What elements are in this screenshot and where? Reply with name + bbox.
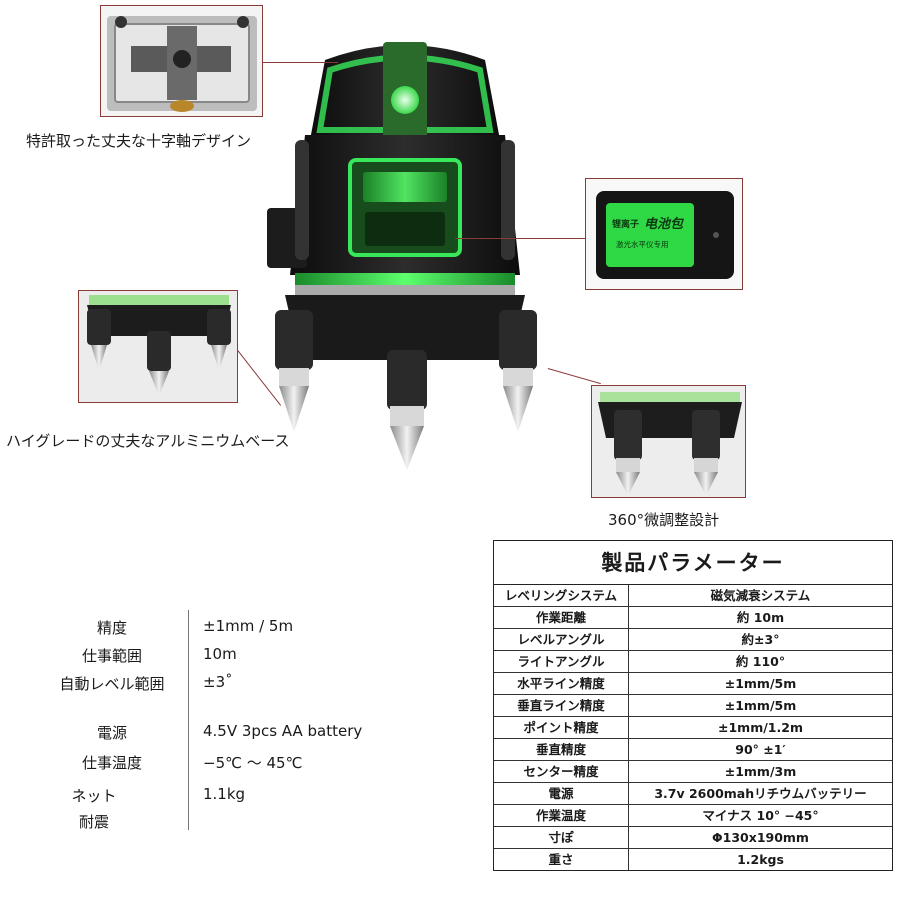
parameter-table-row: 垂直精度 90° ±1′ <box>494 739 892 761</box>
parameter-value: Φ130x190mm <box>712 830 809 845</box>
parameter-key: 垂直精度 <box>494 739 629 760</box>
parameter-value: 90° ±1′ <box>735 742 786 757</box>
parameter-table-title: 製品パラメーター <box>494 541 892 585</box>
crosshair-inset <box>100 5 263 117</box>
parameter-table-row: レベリングシステム 磁気減衰システム <box>494 585 892 607</box>
base-caption: ハイグレードの丈夫なアルミニウムベース <box>6 432 290 450</box>
parameter-value: ±1mm/3m <box>724 764 797 779</box>
parameter-key: レベリングシステム <box>494 585 629 606</box>
spec-value-net: 1.1kg <box>203 785 246 803</box>
rotation-leader-line <box>547 368 601 385</box>
spec-divider-bottom <box>188 718 189 830</box>
spec-value-self-level: ±3˚ <box>203 673 233 691</box>
parameter-value: 約 110° <box>735 654 786 669</box>
parameter-value: 約 10m <box>736 610 785 625</box>
spec-value-temperature: −5℃ ～ 45℃ <box>203 754 303 772</box>
parameter-key: 垂直ライン精度 <box>494 695 629 716</box>
parameter-key: 電源 <box>494 783 629 804</box>
parameter-key: 作業温度 <box>494 805 629 826</box>
parameter-table-row: 垂直ライン精度 ±1mm/5m <box>494 695 892 717</box>
parameter-key: 重さ <box>494 849 629 870</box>
spec-value-accuracy: ±1mm / 5m <box>203 617 294 635</box>
parameter-value: 1.2kgs <box>737 852 784 867</box>
parameter-table-row: センター精度 ±1mm/3m <box>494 761 892 783</box>
battery-brand: 锂离子 <box>612 220 640 230</box>
spec-value-power: 4.5V 3pcs AA battery <box>203 722 363 740</box>
spec-label-accuracy: 精度 <box>96 619 127 637</box>
parameter-table-body: レベリングシステム 磁気減衰システム作業距離 約 10m レベルアングル 約±3° ライト… <box>494 585 892 870</box>
battery-photo <box>596 191 734 279</box>
spec-label-temperature: 仕事温度 <box>81 754 142 772</box>
parameter-value: ±1mm/5m <box>724 676 797 691</box>
battery-subtitle: 激光水平仪专用 <box>616 240 669 249</box>
parameter-key: ポイント精度 <box>494 717 629 738</box>
spec-label-net: ネット <box>71 787 117 805</box>
rotation-photo <box>598 392 742 496</box>
rotation-caption: 360°微調整設計 <box>608 511 720 529</box>
base-inset <box>78 290 238 403</box>
parameter-value: 約±3° <box>741 632 780 647</box>
parameter-table-row: 水平ライン精度 ±1mm/5m <box>494 673 892 695</box>
parameter-key: ライトアングル <box>494 651 629 672</box>
parameter-value: 磁気減衰システム <box>710 588 811 603</box>
parameter-value: ±1mm/5m <box>724 698 797 713</box>
rotation-inset <box>591 385 746 498</box>
spec-label-range: 仕事範囲 <box>81 647 142 665</box>
spec-value-range: 10m <box>203 645 237 663</box>
parameter-key: レベルアングル <box>494 629 629 650</box>
crosshair-caption: 特許取った丈夫な十字軸デザイン <box>26 132 252 150</box>
parameter-table-row: ライトアングル 約 110° <box>494 651 892 673</box>
parameter-key: センター精度 <box>494 761 629 782</box>
crosshair-photo <box>107 16 257 112</box>
parameter-value: 3.7v 2600mahリチウムバッテリー <box>654 786 867 801</box>
battery-inset: 锂离子 电池包 激光水平仪专用 <box>585 178 743 290</box>
parameter-key: 水平ライン精度 <box>494 673 629 694</box>
parameter-value: マイナス 10° −45° <box>702 808 819 823</box>
spec-label-shockproof: 耐震 <box>78 813 109 831</box>
parameter-key: 作業距離 <box>494 607 629 628</box>
parameter-table-row: 作業温度 マイナス 10° −45° <box>494 805 892 827</box>
spec-label-self-level: 自動レベル範囲 <box>59 675 165 693</box>
parameter-table-row: レベルアングル 約±3° <box>494 629 892 651</box>
parameter-value: ±1mm/1.2m <box>718 720 803 735</box>
parameter-table: 製品パラメーター レベリングシステム 磁気減衰システム作業距離 約 10m レベルアン… <box>493 540 893 871</box>
spec-divider-top <box>188 610 189 720</box>
spec-label-power: 電源 <box>96 724 127 742</box>
base-photo <box>87 295 231 396</box>
parameter-table-row: ポイント精度 ±1mm/1.2m <box>494 717 892 739</box>
parameter-key: 寸ぽ <box>494 827 629 848</box>
battery-leader-line <box>455 238 585 239</box>
parameter-table-row: 重さ 1.2kgs <box>494 849 892 870</box>
battery-name: 电池包 <box>644 217 684 232</box>
crosshair-leader-line <box>263 62 338 63</box>
parameter-table-row: 寸ぽ Φ130x190mm <box>494 827 892 849</box>
laser-level-illustration <box>267 42 537 470</box>
parameter-table-row: 電源 3.7v 2600mahリチウムバッテリー <box>494 783 892 805</box>
parameter-table-row: 作業距離 約 10m <box>494 607 892 629</box>
